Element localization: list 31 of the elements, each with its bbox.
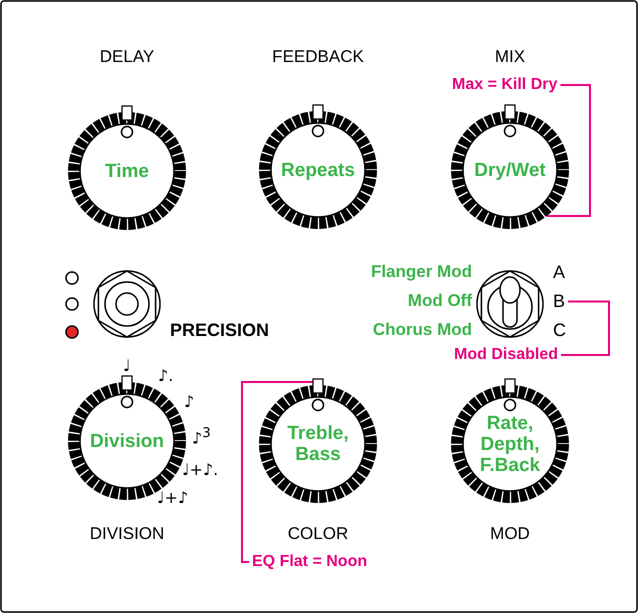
knob-heading: FEEDBACK bbox=[272, 47, 364, 67]
bracket-line bbox=[546, 84, 591, 217]
switch-position-label: B bbox=[553, 291, 566, 312]
knob-label: Dry/Wet bbox=[474, 160, 546, 180]
note-symbol: ♩+♪. bbox=[182, 460, 218, 479]
mode-label: Mod Off bbox=[408, 291, 472, 311]
note-symbol: ♪ bbox=[184, 392, 194, 411]
note-symbol: ♪. bbox=[158, 366, 174, 385]
knob-label: Division bbox=[90, 430, 164, 452]
note-symbol: ♩ bbox=[123, 356, 131, 375]
annotation-text: EQ Flat = Noon bbox=[252, 553, 368, 571]
annotation-text: Mod Disabled bbox=[454, 346, 558, 364]
knob-label: Rate, Depth, F.Back bbox=[478, 412, 542, 476]
mode-label: Flanger Mod bbox=[370, 262, 472, 282]
knob-heading: MIX bbox=[494, 47, 526, 67]
knob-label: Treble, Bass bbox=[286, 423, 350, 465]
knob-label: Time bbox=[104, 160, 149, 182]
switch-position-label: C bbox=[553, 320, 566, 341]
annotation-text: Max = Kill Dry bbox=[452, 76, 558, 94]
note-symbol: ♩+♪ bbox=[157, 488, 188, 507]
knob-heading: COLOR bbox=[288, 524, 348, 544]
switch-position-label: A bbox=[553, 262, 566, 283]
bracket-line bbox=[561, 300, 610, 356]
label-text: PRECISION bbox=[170, 320, 270, 341]
knob-heading: DELAY bbox=[100, 47, 154, 67]
knob-label: Repeats bbox=[281, 160, 355, 180]
mode-label: Chorus Mod bbox=[372, 320, 472, 340]
note-symbol: ♪$^{3}$ bbox=[192, 426, 211, 448]
knob-heading: MOD bbox=[490, 524, 530, 544]
bracket-line bbox=[241, 381, 313, 563]
knob-heading: DIVISION bbox=[90, 524, 164, 544]
